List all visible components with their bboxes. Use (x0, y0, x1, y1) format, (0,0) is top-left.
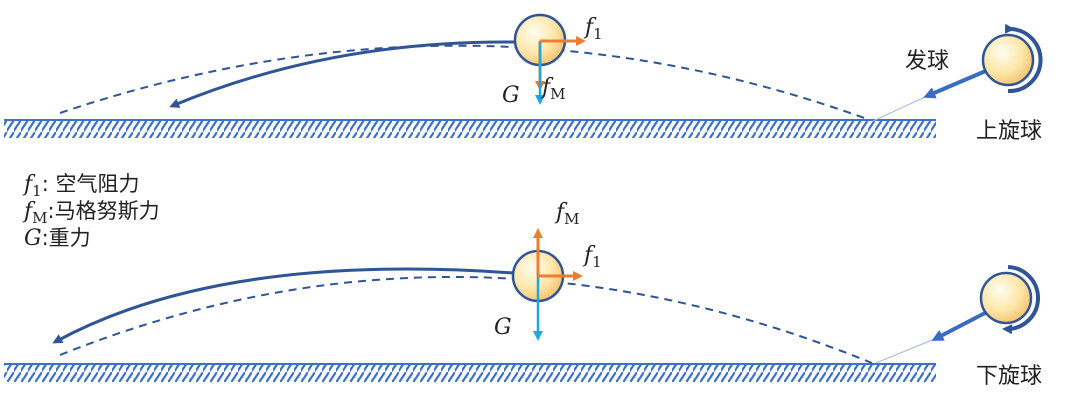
serve-ball-top (981, 33, 1035, 87)
serve-arrow-bottom (931, 311, 986, 341)
fM-label-bottom: fM (554, 200, 580, 228)
G-label-top: G (502, 83, 520, 108)
topspin-panel: f1 fM G 发球 上旋球 (4, 13, 1043, 144)
expected-trajectory-top (59, 44, 871, 121)
table-surface-top (4, 120, 936, 138)
actual-trajectory-bottom (52, 267, 514, 344)
serve-line-top (872, 96, 926, 122)
f1-label-top: f1 (583, 15, 603, 43)
G-label-bottom: G (494, 315, 512, 340)
table-surface-bottom (4, 364, 936, 382)
backspin-panel: fM f1 G 下旋球 (4, 200, 1042, 389)
legend-item-f1: f1: 空气阻力 (22, 172, 139, 200)
fM-label-top: fM (540, 75, 566, 103)
expected-trajectory-bottom (59, 276, 873, 364)
serve-label: 发球 (905, 49, 949, 74)
f1-label-bottom: f1 (582, 243, 602, 271)
serve-ball-bottom (979, 271, 1033, 325)
backspin-label: 下旋球 (976, 364, 1042, 389)
topspin-label: 上旋球 (976, 119, 1042, 144)
actual-trajectory-top (169, 40, 517, 108)
serve-arrow-top (923, 68, 989, 99)
legend: f1: 空气阻力 fM:马格努斯力 G:重力 (22, 172, 160, 251)
spin-arrow-topspin (1004, 23, 1043, 94)
legend-item-G: G:重力 (24, 226, 91, 251)
spin-arrow-backspin (1002, 265, 1040, 335)
legend-item-fM: fM:马格努斯力 (22, 199, 160, 227)
serve-line-bottom (875, 339, 933, 364)
